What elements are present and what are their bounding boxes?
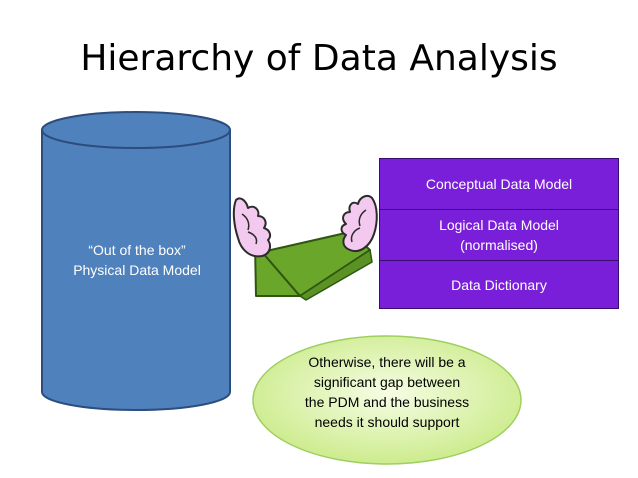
logical-data-model-box: Logical Data Model (normalised): [379, 209, 619, 261]
physical-data-model-cylinder: [41, 111, 231, 411]
conceptual-data-model-box: Conceptual Data Model: [379, 158, 619, 210]
cylinder-label: “Out of the box” Physical Data Model: [42, 240, 232, 280]
callout-ellipse: [252, 335, 522, 465]
callout-line: needs it should support: [314, 414, 460, 430]
callout-line: the PDM and the business: [304, 394, 470, 410]
slide-title: Hierarchy of Data Analysis: [80, 38, 558, 79]
data-dictionary-box: Data Dictionary: [379, 260, 619, 309]
logical-data-model-sublabel: (normalised): [460, 237, 538, 253]
data-dictionary-label: Data Dictionary: [451, 276, 547, 293]
cylinder-label-line1: “Out of the box”: [88, 242, 186, 258]
conceptual-data-model-label: Conceptual Data Model: [425, 176, 573, 192]
callout-line: Otherwise, there will be a: [308, 354, 466, 370]
logical-data-model-label: Logical Data Model: [439, 217, 559, 233]
cylinder-label-line2: Physical Data Model: [73, 262, 201, 278]
callout-line: significant gap between: [313, 374, 461, 390]
callout-text: Otherwise, there will be a significant g…: [282, 352, 492, 432]
reaching-hands-icon: [232, 195, 378, 301]
